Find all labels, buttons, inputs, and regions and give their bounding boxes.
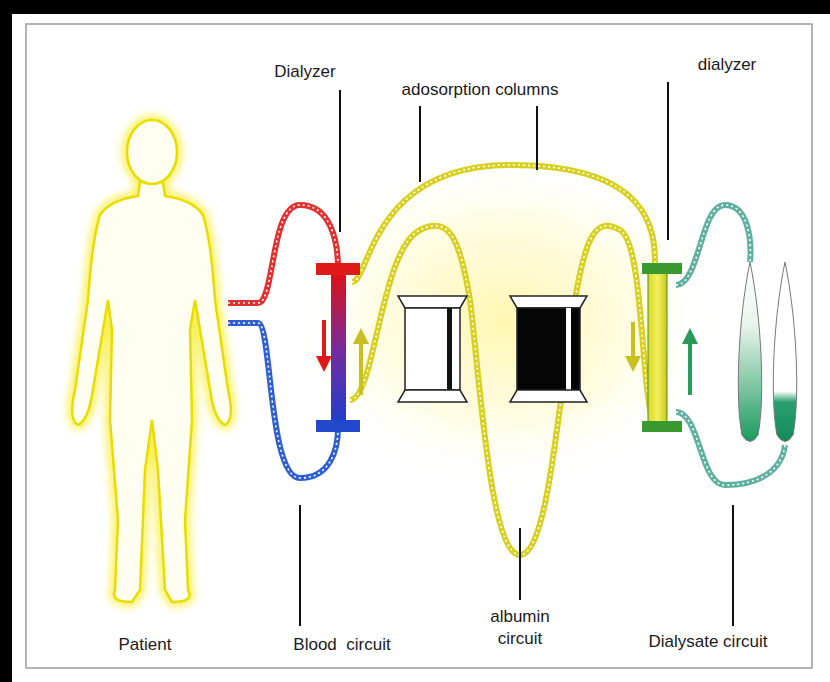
frame bbox=[26, 24, 812, 668]
panel bbox=[12, 14, 830, 682]
dialyzer-2 bbox=[625, 263, 698, 432]
dialyzer-1 bbox=[316, 263, 369, 432]
part-label: adosorption columns bbox=[402, 79, 559, 101]
leader-lines bbox=[300, 82, 733, 626]
adsorption-column bbox=[398, 296, 467, 402]
part-label: albumin circuit bbox=[484, 606, 556, 650]
adsorption-column bbox=[510, 296, 587, 402]
patient-figure bbox=[72, 120, 231, 602]
part-label: Blood circuit bbox=[293, 634, 390, 656]
tubing bbox=[228, 165, 785, 555]
dialysate-bags bbox=[738, 262, 796, 442]
part-label: Patient bbox=[119, 634, 172, 656]
albumin-glow bbox=[290, 150, 720, 490]
part-label: dialyzer bbox=[698, 54, 757, 76]
part-label: Dialyzer bbox=[274, 61, 335, 83]
part-label: Dialysate circuit bbox=[648, 631, 767, 653]
